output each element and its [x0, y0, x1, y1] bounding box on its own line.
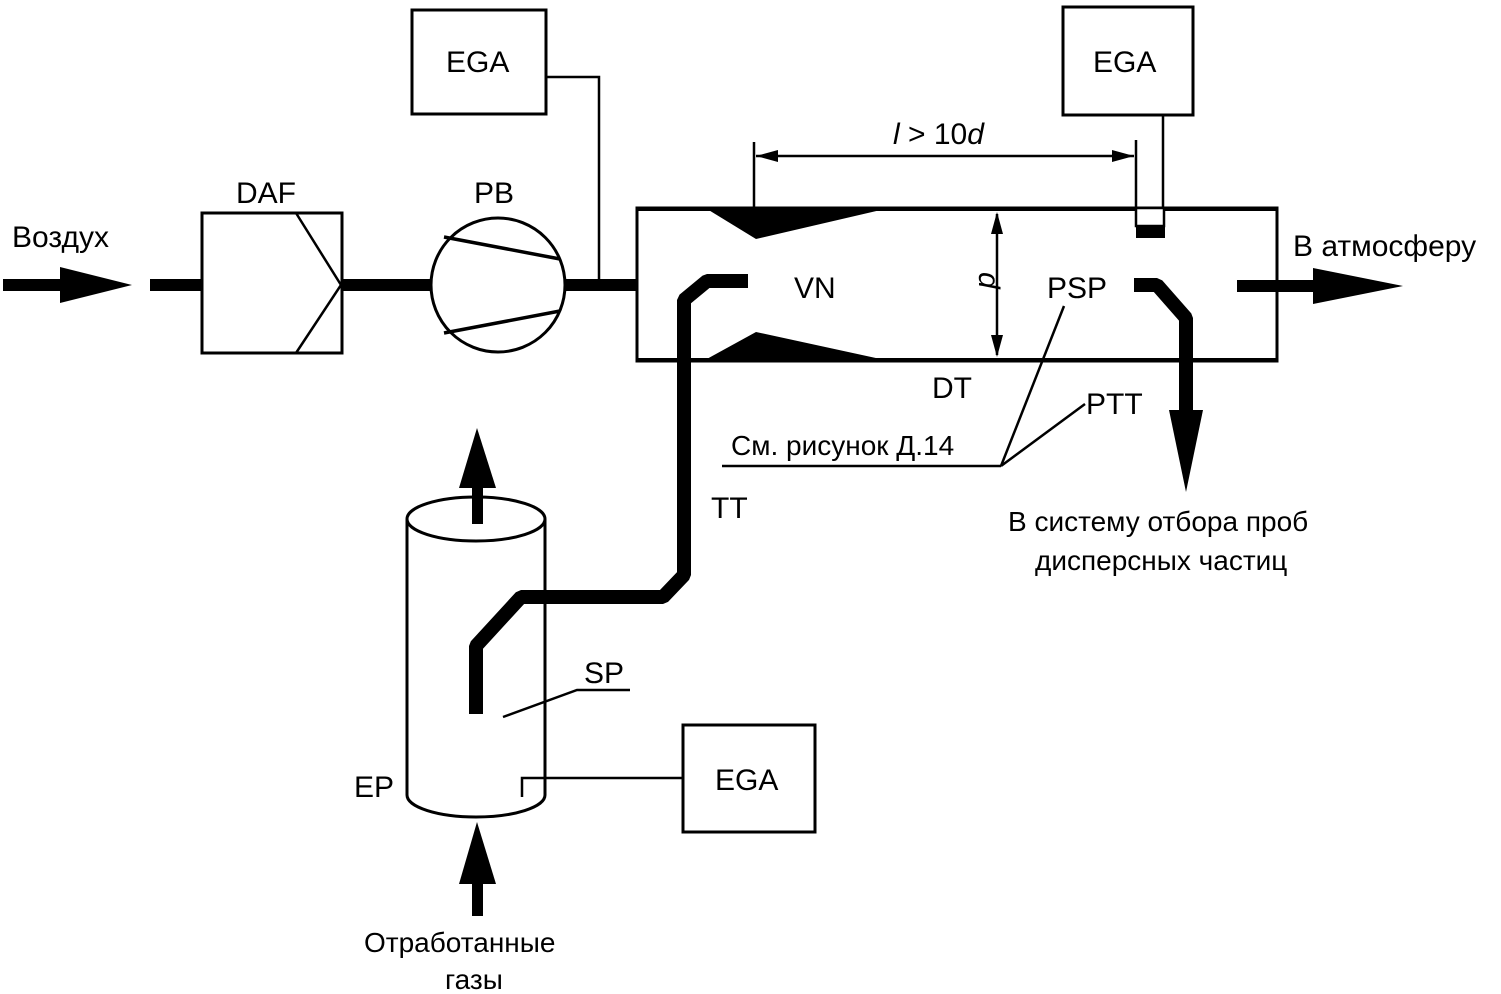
ega-box-top-left: [410, 8, 548, 116]
daf-filter: [200, 211, 344, 355]
outlet-label: В атмосферу: [1293, 230, 1476, 263]
sp-probe-tube: [469, 590, 560, 714]
vn-label: VN: [794, 272, 836, 305]
sp-leader: [502, 688, 630, 719]
exhaust-up-arrow: [459, 428, 496, 524]
ega-probe-top-right: [1134, 115, 1166, 238]
pb-label: PB: [474, 177, 514, 210]
ega-box-bottom: [681, 723, 817, 834]
daf-label: DAF: [236, 177, 296, 210]
sampling-label-line1: В систему отбора проб: [1008, 506, 1308, 537]
venturi-top-wedge: [707, 209, 885, 239]
sampling-label-line2: дисперсных частиц: [1035, 545, 1287, 576]
exhaust-label-line1: Отработанные: [364, 927, 555, 958]
duct-pb-dt: [565, 279, 637, 291]
psp-label: PSP: [1047, 272, 1107, 305]
ega-box-top-right: [1061, 5, 1195, 117]
length-label-rest: > 10: [900, 118, 968, 151]
outlet-arrow: [1237, 268, 1403, 304]
pb-blower: [429, 216, 567, 354]
sampling-arrow: [1169, 410, 1203, 492]
reference-leader: [722, 305, 1086, 468]
diameter-dimension: [991, 212, 1003, 357]
ega-line-bottom: [520, 776, 683, 797]
exhaust-label-line2: газы: [445, 964, 503, 994]
length-label-l: l: [893, 118, 901, 151]
duct-daf-pb: [342, 279, 434, 291]
ega-line-top-left: [546, 75, 601, 282]
exhaust-in-arrow: [459, 822, 496, 916]
ptt-label: PTT: [1086, 388, 1143, 421]
venturi-bottom-wedge: [705, 332, 885, 360]
length-label-d: d: [967, 118, 985, 151]
psp-probe-ptt-tube: [1134, 278, 1193, 410]
inlet-label: Воздух: [12, 221, 109, 254]
dt-label: DT: [932, 372, 972, 405]
inlet-arrow: [3, 267, 132, 303]
tt-label: TT: [711, 492, 748, 525]
ega-label-bottom: EGA: [715, 764, 778, 797]
length-dimension: [752, 140, 1138, 208]
ega-label-top-right: EGA: [1093, 46, 1156, 79]
ep-label: EP: [354, 771, 394, 804]
air-duct-in: [150, 279, 202, 291]
ega-label-top-left: EGA: [446, 46, 509, 79]
reference-label: См. рисунок Д.14: [731, 430, 954, 461]
diameter-label: d: [972, 272, 1005, 290]
sp-label: SP: [584, 657, 624, 690]
length-label: l > 10d: [893, 118, 985, 151]
